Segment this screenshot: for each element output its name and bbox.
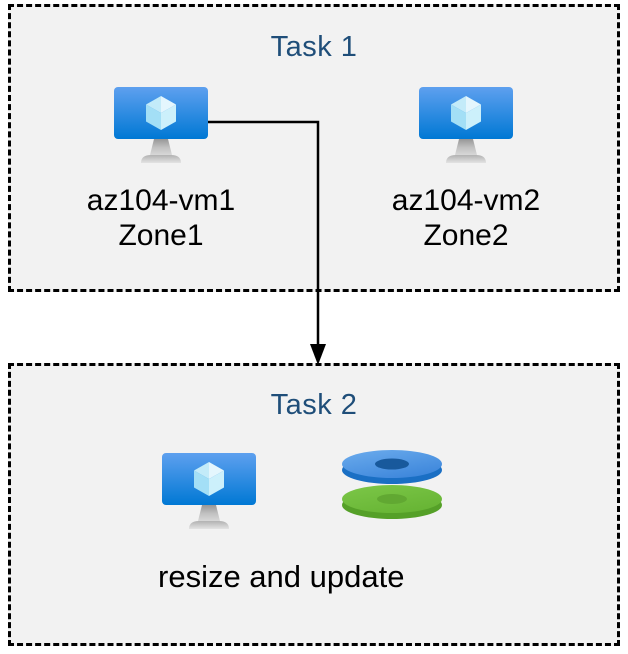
disks-icon <box>342 450 442 519</box>
virtual-machine-icon <box>114 87 208 163</box>
vm1-zone-label: Zone1 <box>118 219 204 252</box>
vm2-name-label: az104-vm2 <box>391 184 541 217</box>
task1-group-box: Task 1 az104-vm1 Zone1 <box>8 4 620 292</box>
virtual-machine-icon <box>162 453 256 529</box>
task2-title: Task 2 <box>270 389 358 421</box>
vm-az104-vm2: az104-vm2 Zone2 <box>368 87 564 253</box>
vm1-name-label: az104-vm1 <box>86 184 236 217</box>
task2-group-box: Task 2 resize and update <box>8 363 620 646</box>
task2-caption: resize and update <box>158 559 405 594</box>
task1-title: Task 1 <box>270 31 358 63</box>
virtual-machine-icon <box>419 87 513 163</box>
connector-arrow <box>208 120 326 365</box>
vm2-zone-label: Zone2 <box>423 219 509 252</box>
vm-az104-vm1: az104-vm1 Zone1 <box>63 87 259 253</box>
